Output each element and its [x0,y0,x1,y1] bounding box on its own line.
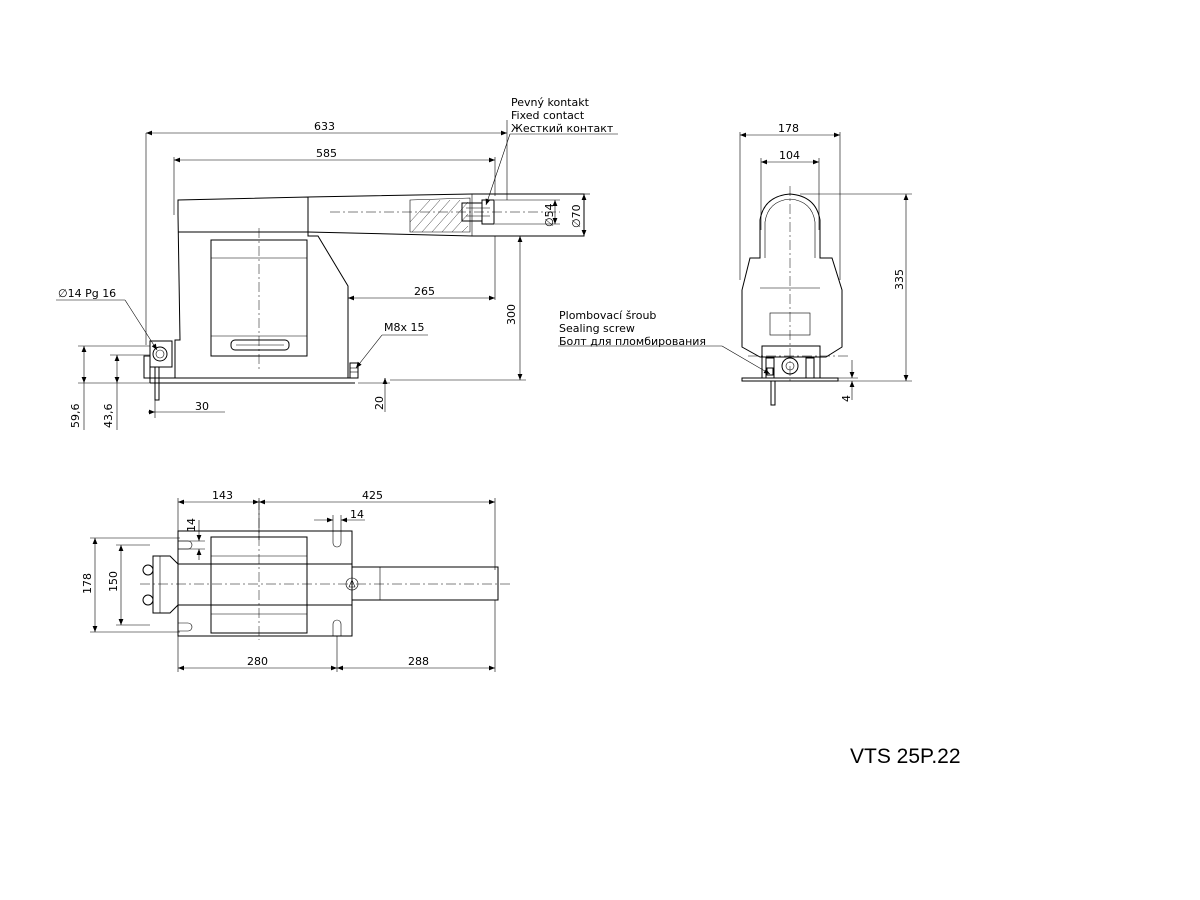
dim-633: 633 [314,120,335,133]
dim-top-280: 280 [247,655,268,668]
label-fixed-contact-ru: Жесткий контакт [511,122,614,135]
dim-front-4: 4 [840,395,853,402]
label-fixed-contact-cz: Pevný kontakt [511,96,590,109]
dim-top-143: 143 [212,489,233,502]
dim-phi54: ∅54 [543,203,556,227]
dim-top-14a: 14 [185,518,198,532]
front-view: 178 104 335 4 Plombovací šroub Sealing s… [558,122,912,406]
cable-gland [143,340,173,401]
label-sealing-cz: Plombovací šroub [559,309,656,322]
front-shell [741,193,843,358]
label-m8: M8x 15 [384,321,425,334]
m8-bolt [349,362,359,379]
side-section-hatch [409,197,471,233]
label-pg16: ∅14 Pg 16 [58,287,116,300]
dim-20: 20 [373,396,386,410]
dim-300: 300 [505,304,518,325]
dim-front-335: 335 [893,269,906,290]
dim-top-178: 178 [81,573,94,594]
dim-front-104: 104 [779,149,800,162]
side-handle-slot [230,339,290,351]
dim-front-178: 178 [778,122,799,135]
dim-59-6: 59,6 [69,404,82,429]
label-sealing-en: Sealing screw [559,322,635,335]
dim-265: 265 [414,285,435,298]
top-base-plate [177,530,353,637]
model-label: VTS 25P.22 [850,745,961,768]
label-sealing-ru: Болт для пломбирования [559,335,706,348]
dim-585: 585 [316,147,337,160]
dim-top-14b: 14 [350,508,364,521]
dim-top-288: 288 [408,655,429,668]
side-housing-outline [174,196,349,379]
dim-top-150: 150 [107,571,120,592]
dim-top-425: 425 [362,489,383,502]
dim-30: 30 [195,400,209,413]
side-view: 633 585 265 300 ∅54 ∅70 20 30 [56,96,618,430]
dim-43-6: 43,6 [102,404,115,429]
top-view: 143 425 14 14 178 150 280 288 [81,489,510,672]
label-fixed-contact-en: Fixed contact [511,109,585,122]
dim-phi70: ∅70 [570,204,583,228]
